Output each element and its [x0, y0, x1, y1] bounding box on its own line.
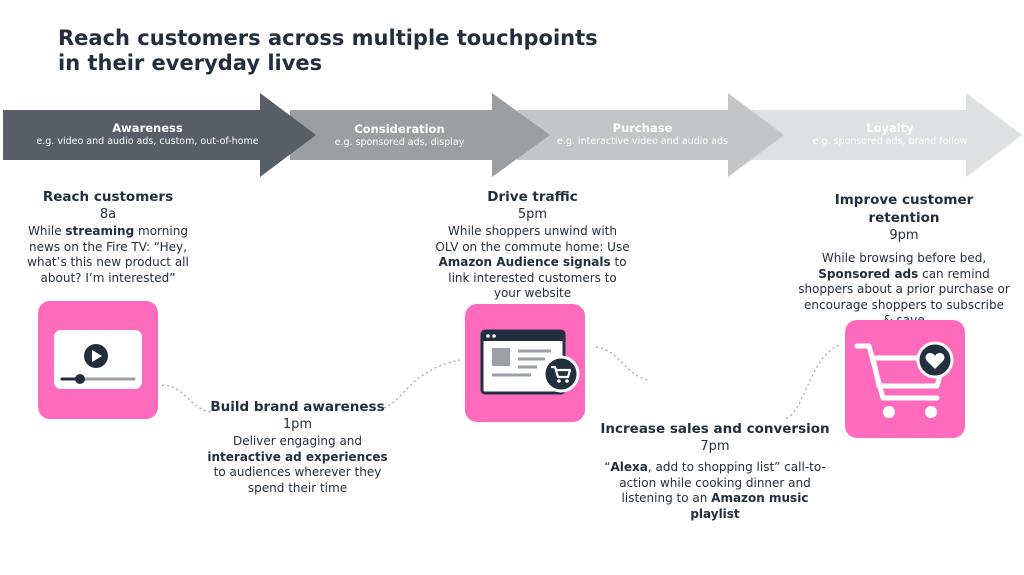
- moment-build-brand-awareness: Build brand awareness 1pm Deliver engagi…: [200, 398, 395, 496]
- moment-heading: Build brand awareness: [210, 399, 385, 415]
- moment-improve-retention: Improve customer retention 9pm While bro…: [798, 191, 1010, 329]
- moment-heading: Increase sales and conversion: [600, 421, 830, 437]
- moment-time: 1pm: [282, 417, 313, 432]
- moment-time: 7pm: [700, 439, 730, 454]
- stage-consideration-name: Consideration: [354, 122, 445, 136]
- stage-purchase-sub: e.g. interactive video and audio ads: [557, 136, 728, 147]
- moment-heading: Reach customers: [42, 189, 174, 205]
- stage-consideration-sub: e.g. sponsored ads, display: [334, 137, 465, 148]
- moment-time: 5pm: [517, 207, 548, 222]
- moment-text: While: [28, 224, 66, 238]
- moment-heading: Improve customer retention: [834, 192, 974, 226]
- stage-consideration: Consideration e.g. sponsored ads, displa…: [322, 122, 477, 150]
- moment-text: morning news on the Fire TV: “Hey, what’…: [27, 224, 189, 285]
- moment-text-bold: Alexa: [610, 460, 648, 474]
- moment-text-bold: Amazon music playlist: [690, 491, 809, 521]
- stage-loyalty: Loyalty e.g. sponsored ads, brand follow: [800, 121, 980, 149]
- moment-text: “: [604, 460, 611, 474]
- moment-text: While shoppers unwind with OLV on the co…: [435, 224, 630, 254]
- loyalty-arrow: [750, 93, 1022, 177]
- stage-awareness-name: Awareness: [112, 121, 183, 135]
- moment-text: , add to shopping list” call-to-action w…: [619, 460, 826, 505]
- moment-drive-traffic: Drive traffic 5pm While shoppers unwind …: [435, 188, 630, 302]
- moment-text: While browsing before bed,: [821, 251, 987, 265]
- moment-text: to link interested customers to your web…: [448, 255, 627, 300]
- moment-text-bold: Sponsored ads: [818, 266, 919, 281]
- shopping-cart-heart-icon: [845, 320, 965, 438]
- stage-loyalty-sub: e.g. sponsored ads, brand follow: [812, 136, 968, 147]
- awareness-arrow: [3, 93, 316, 177]
- browser-cart-icon: [465, 304, 585, 422]
- moment-text: Deliver engaging and: [232, 434, 363, 448]
- moment-increase-sales: Increase sales and conversion 7pm “Alexa…: [600, 420, 830, 522]
- moment-text-bold: Amazon Audience signals: [438, 255, 611, 269]
- moment-heading: Drive traffic: [487, 189, 578, 205]
- moment-text: can remind shoppers about a prior purcha…: [798, 266, 1010, 328]
- moment-reach-customers: Reach customers 8a While streaming morni…: [22, 188, 194, 286]
- moment-text-bold: streaming: [65, 224, 135, 238]
- stage-purchase: Purchase e.g. interactive video and audi…: [545, 121, 740, 149]
- consideration-arrow: [290, 93, 550, 177]
- moment-time: 9pm: [889, 228, 919, 243]
- moment-body: “Alexa, add to shopping list” call-to-ac…: [600, 460, 830, 522]
- moment-time: 8a: [99, 207, 117, 222]
- stage-awareness-sub: e.g. video and audio ads, custom, out-of…: [36, 136, 259, 147]
- stage-purchase-name: Purchase: [612, 121, 673, 135]
- moment-text-bold: interactive ad experiences: [207, 449, 388, 464]
- video-player-icon: [38, 301, 158, 419]
- purchase-arrow: [517, 93, 784, 177]
- stage-awareness: Awareness e.g. video and audio ads, cust…: [20, 121, 275, 149]
- journey-arrows: [3, 93, 1022, 177]
- stage-loyalty-name: Loyalty: [866, 121, 914, 135]
- moment-body: While browsing before bed, Sponsored ads…: [798, 251, 1010, 329]
- page-title: Reach customers across multiple touchpoi…: [58, 26, 598, 75]
- moment-text: to audiences wherever they spend their t…: [213, 465, 382, 495]
